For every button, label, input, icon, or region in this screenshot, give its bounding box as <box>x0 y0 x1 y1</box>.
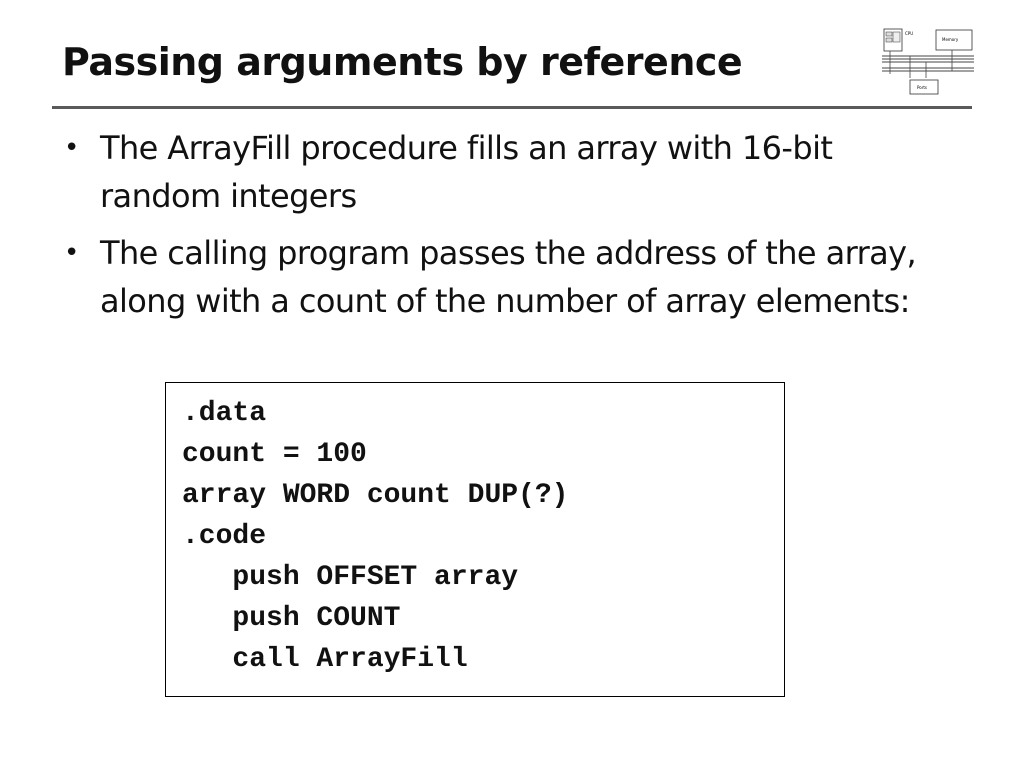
computer-architecture-diagram-icon: CPU Memory Ports <box>882 28 974 95</box>
code-block: .data count = 100 array WORD count DUP(?… <box>165 382 785 697</box>
bullet-item: • The calling program passes the address… <box>62 229 962 325</box>
code-line: push COUNT <box>182 603 401 634</box>
logo-cpu-label: CPU <box>905 31 913 36</box>
bullet-text: The ArrayFill procedure fills an array w… <box>100 129 833 215</box>
title-divider <box>52 106 972 109</box>
logo-memory-label: Memory <box>942 37 959 42</box>
bullet-dot-icon: • <box>64 238 79 268</box>
logo-ports-label: Ports <box>917 85 927 90</box>
bullet-dot-icon: • <box>64 133 79 163</box>
code-line: count = 100 <box>182 439 367 470</box>
bullet-item: • The ArrayFill procedure fills an array… <box>62 124 962 220</box>
bullet-list: • The ArrayFill procedure fills an array… <box>62 124 962 334</box>
code-line: .code <box>182 521 267 552</box>
code-line: push OFFSET array <box>182 562 519 593</box>
code-line: array WORD count DUP(?) <box>182 480 569 511</box>
code-line: call ArrayFill <box>182 644 468 675</box>
slide-title: Passing arguments by reference <box>62 40 743 84</box>
code-line: .data <box>182 398 267 429</box>
bullet-text: The calling program passes the address o… <box>100 234 917 320</box>
